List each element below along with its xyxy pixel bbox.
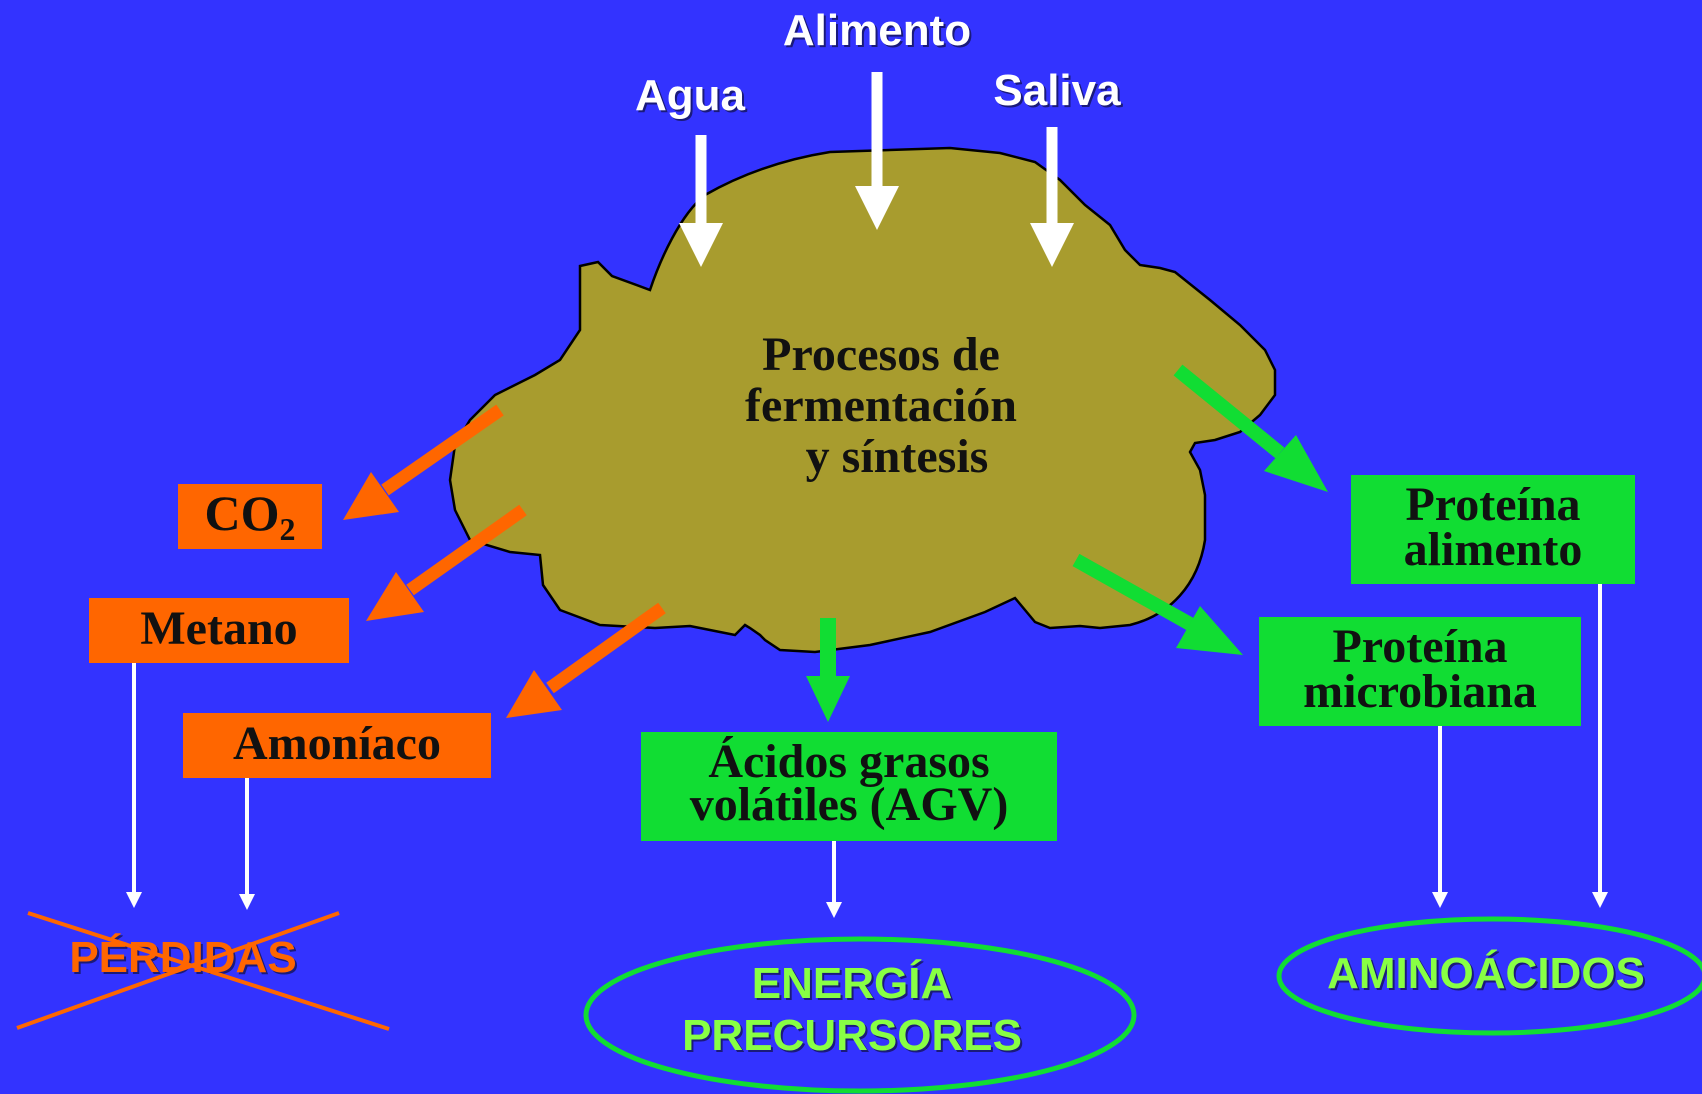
aminoacidos-ellipse: [1276, 916, 1702, 1036]
aminoacidos-outcome: AMINOÁCIDOS: [1276, 916, 1702, 1036]
co2-label: CO: [205, 485, 280, 541]
co2-box: CO2: [178, 484, 322, 549]
energia-ellipse: [583, 936, 1137, 1094]
prot-alimento-label-line1: Proteína: [1405, 478, 1580, 531]
agv-box: Ácidos grasos volátiles (AGV): [641, 732, 1057, 841]
prot-microbiana-box: Proteína microbiana: [1259, 617, 1581, 726]
agv-label-line2: volátiles (AGV): [690, 778, 1009, 831]
prot-microbiana-label-line2: microbiana: [1303, 665, 1537, 718]
rumen-text-line2: fermentación: [745, 379, 1017, 432]
alimento-label: Alimento: [783, 6, 971, 55]
co2-subscript: 2: [280, 511, 296, 547]
co2-arrow: [343, 404, 504, 520]
amoniaco-label: Amoníaco: [233, 717, 441, 770]
rumen-text-line1: Procesos de: [762, 328, 1000, 381]
amoniaco-box: Amoníaco: [183, 713, 491, 778]
prot-microbiana-label-line1: Proteína: [1332, 620, 1507, 673]
svg-text:CO2: CO2: [205, 485, 296, 547]
prot-alimento-label-line2: alimento: [1404, 523, 1583, 576]
prot-alimento-box: Proteína alimento: [1351, 475, 1635, 584]
rumen-text-line3: y síntesis: [806, 430, 989, 483]
agv-arrow: [806, 618, 850, 722]
energia-label: ENERGÍA: [752, 958, 952, 1008]
perdidas-cross-line-2: [16, 911, 340, 1030]
perdidas: PÉRDIDAS: [16, 911, 390, 1031]
metano-box: Metano: [89, 598, 349, 663]
aminoacidos-label: AMINOÁCIDOS: [1327, 948, 1645, 998]
saliva-label: Saliva: [993, 66, 1121, 115]
prot-alimento-arrow: [1173, 364, 1328, 492]
agv-label-line1: Ácidos grasos: [708, 735, 989, 788]
prot-microbiana-arrow: [1072, 553, 1243, 655]
metano-label: Metano: [140, 602, 297, 655]
metano-arrow: [366, 504, 527, 621]
amoniaco-arrow: [506, 602, 666, 718]
agua-label: Agua: [635, 71, 746, 120]
perdidas-cross-line-1: [27, 911, 390, 1031]
energia-precursores-outcome: ENERGÍA PRECURSORES: [583, 936, 1137, 1094]
precursores-label: PRECURSORES: [682, 1011, 1022, 1060]
